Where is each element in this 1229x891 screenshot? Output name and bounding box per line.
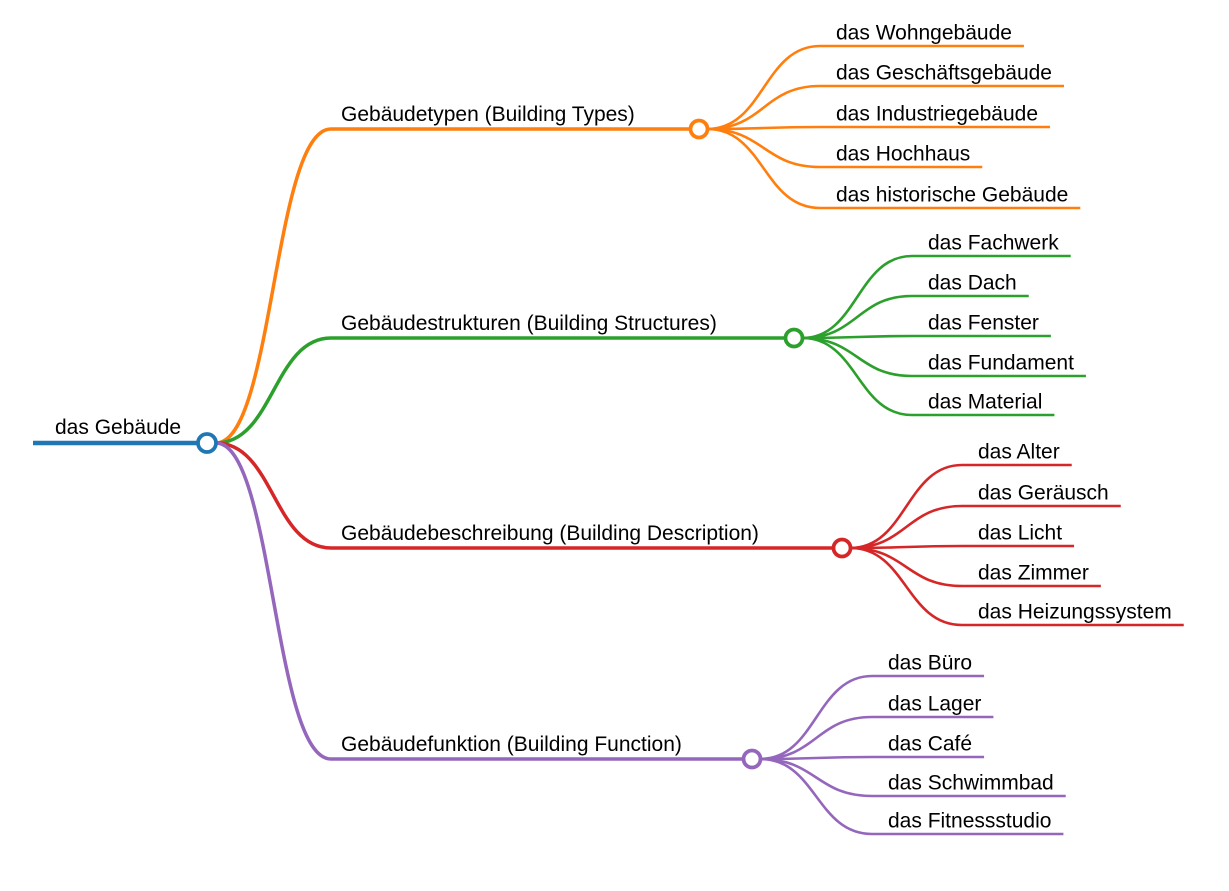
branch-2: Gebäudebeschreibung (Building Descriptio… bbox=[215, 441, 1184, 627]
branch-to-child-link bbox=[707, 84, 821, 131]
branch-to-child-link bbox=[760, 757, 873, 798]
child-label: das Wohngebäude bbox=[836, 22, 1012, 45]
branch-toggle-circle[interactable] bbox=[831, 537, 853, 559]
branch-to-child-link bbox=[707, 127, 821, 169]
child-label: das Zimmer bbox=[978, 562, 1089, 585]
branch-to-child-link bbox=[802, 294, 913, 340]
branch-to-child-link bbox=[760, 715, 873, 761]
child-label: das Licht bbox=[978, 522, 1062, 545]
branch-toggle-circle[interactable] bbox=[741, 748, 763, 770]
branch-to-child-link bbox=[707, 44, 821, 131]
branch-to-child-link bbox=[850, 463, 963, 550]
child-label: das Fachwerk bbox=[928, 232, 1059, 255]
child-label: das Material bbox=[928, 391, 1042, 414]
branch-label: Gebäudefunktion (Building Function) bbox=[341, 733, 682, 756]
child-label: das Café bbox=[888, 733, 972, 756]
root-node-label: das Gebäude bbox=[55, 416, 181, 439]
root-to-branch-link bbox=[215, 127, 332, 445]
child-label: das Heizungssystem bbox=[978, 601, 1172, 624]
child-label: das Alter bbox=[978, 441, 1060, 464]
child-label: das Fitnessstudio bbox=[888, 810, 1051, 833]
branch-3: Gebäudefunktion (Building Function) das B… bbox=[215, 441, 1066, 836]
child-label: das Büro bbox=[888, 652, 972, 675]
branch-label: Gebäudebeschreibung (Building Descriptio… bbox=[341, 522, 759, 545]
child-label: das historische Gebäude bbox=[836, 184, 1068, 207]
branch-to-child-link bbox=[850, 504, 963, 550]
child-label: das Industriegebäude bbox=[836, 103, 1038, 126]
branch-to-child-link bbox=[802, 254, 913, 340]
branch-label: Gebäudetypen (Building Types) bbox=[341, 103, 635, 126]
child-label: das Fundament bbox=[928, 352, 1074, 375]
child-label: das Schwimmbad bbox=[888, 772, 1054, 795]
branch-to-child-link bbox=[802, 336, 913, 378]
branch-toggle-circle[interactable] bbox=[783, 327, 805, 349]
branch-to-child-link bbox=[760, 757, 873, 836]
child-label: das Fenster bbox=[928, 312, 1039, 335]
child-label: das Geschäftsgebäude bbox=[836, 62, 1052, 85]
branch-to-child-link bbox=[707, 127, 821, 210]
child-label: das Lager bbox=[888, 693, 981, 716]
branch-to-child-link bbox=[850, 546, 963, 627]
root-to-branch-link bbox=[215, 336, 332, 445]
branch-0: Gebäudetypen (Building Types) das Wohngeb… bbox=[215, 22, 1081, 445]
branch-to-child-link bbox=[850, 546, 963, 588]
branch-toggle-circle[interactable] bbox=[688, 118, 710, 140]
child-label: das Geräusch bbox=[978, 482, 1109, 505]
root-to-branch-link bbox=[215, 441, 332, 550]
branch-1: Gebäudestrukturen (Building Structures) d… bbox=[215, 232, 1086, 445]
branch-to-child-link bbox=[760, 674, 873, 761]
root-toggle-circle[interactable] bbox=[196, 432, 218, 454]
branch-to-child-link bbox=[802, 336, 913, 417]
child-label: das Dach bbox=[928, 272, 1017, 295]
child-label: das Hochhaus bbox=[836, 143, 970, 166]
root-to-branch-link bbox=[215, 441, 332, 761]
branch-label: Gebäudestrukturen (Building Structures) bbox=[341, 312, 717, 335]
